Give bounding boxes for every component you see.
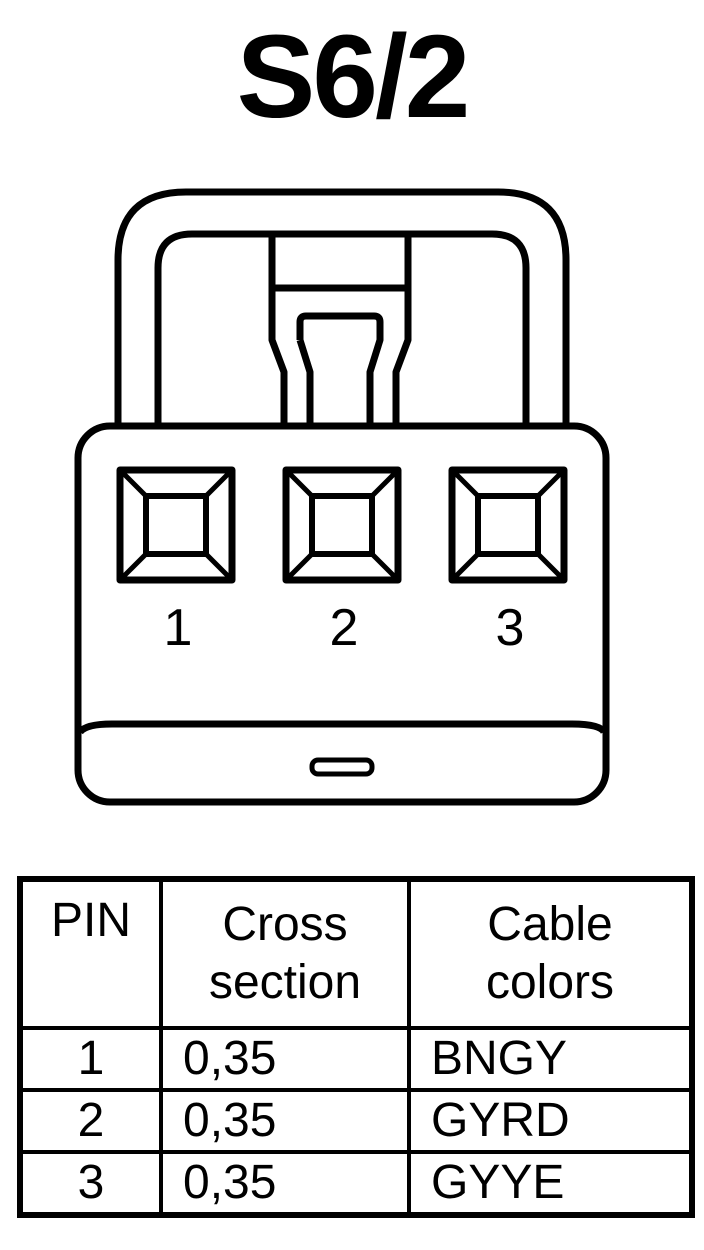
- table-row: 2 0,35 GYRD: [18, 1088, 694, 1154]
- row-cable-color: GYRD: [407, 1088, 694, 1154]
- row-cross-section: 0,35: [159, 1088, 411, 1154]
- header-cross-line1: Cross: [222, 898, 348, 951]
- row-pin: 3: [18, 1150, 163, 1217]
- pin-assignment-table: PIN Cross section Cable colors 1 0,35 BN…: [17, 876, 695, 1218]
- table-row: 3 0,35 GYYE: [18, 1150, 694, 1217]
- pin-label-2: 2: [330, 599, 359, 657]
- row-cable-color: GYYE: [407, 1150, 694, 1217]
- latch-inner: [154, 230, 530, 426]
- header-color-line2: colors: [485, 956, 615, 1009]
- row-pin: 1: [18, 1026, 163, 1092]
- housing-lower-band: [77, 720, 608, 735]
- row-pin: 2: [18, 1088, 163, 1154]
- connector-housing: [74, 422, 610, 806]
- latch-outer: [114, 188, 570, 426]
- header-color-line1: Cable: [487, 898, 613, 951]
- table-header-row: PIN Cross section Cable colors: [18, 877, 694, 1030]
- table-row: 1 0,35 BNGY: [18, 1026, 694, 1092]
- header-cable-colors: Cable colors: [407, 877, 694, 1030]
- row-cable-color: BNGY: [407, 1026, 694, 1092]
- connector-drawing: 1 2 3: [74, 188, 610, 806]
- header-cross-line2: section: [208, 956, 362, 1009]
- release-slot: [309, 757, 375, 777]
- header-pin: PIN: [18, 877, 163, 1030]
- pin-label-1: 1: [164, 599, 193, 657]
- pin-cavity-2: [282, 466, 402, 584]
- row-cross-section: 0,35: [159, 1150, 411, 1217]
- pin-cavity-1: [116, 466, 236, 584]
- pin-label-3: 3: [496, 599, 525, 657]
- header-cross-section: Cross section: [159, 877, 411, 1030]
- row-cross-section: 0,35: [159, 1026, 411, 1092]
- connector-title: S6/2: [236, 11, 471, 143]
- locking-tab: [268, 236, 412, 426]
- pin-cavity-3: [448, 466, 568, 584]
- locking-tab-inner: [296, 312, 384, 426]
